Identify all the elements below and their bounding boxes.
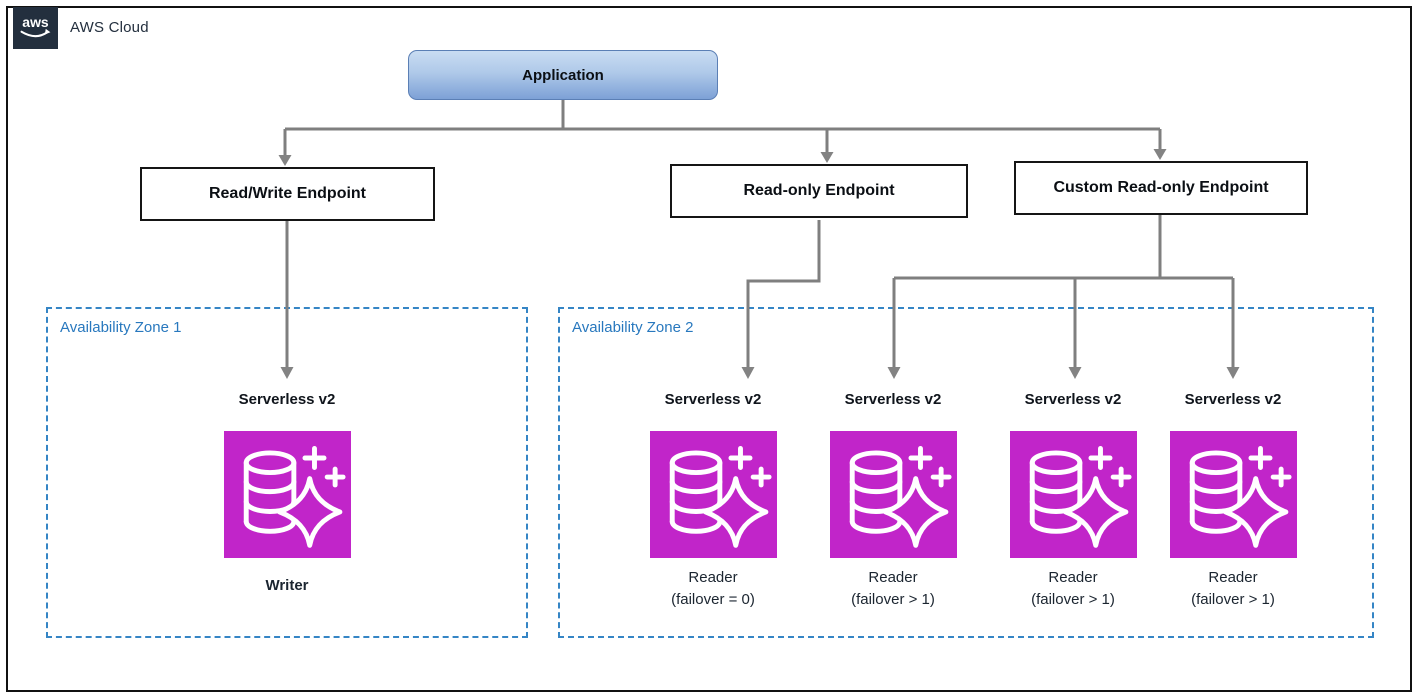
reader2-role: Reader (868, 569, 918, 586)
aurora-serverless-database-sparkle-icon (1010, 431, 1137, 558)
aws-logo-text: aws (22, 14, 49, 30)
aurora-serverless-database-sparkle-icon (224, 431, 351, 558)
reader2-instance-title: Serverless v2 (844, 391, 942, 408)
aws-cloud-container (6, 6, 1412, 692)
availability-zone-2: Availability Zone 2 (558, 307, 1374, 638)
reader3-role: Reader (1048, 569, 1098, 586)
aurora-serverless-database-sparkle-icon (830, 431, 957, 558)
endpoint-custom-read-only: Custom Read-only Endpoint (1014, 161, 1308, 215)
endpoint-read-only: Read-only Endpoint (670, 164, 968, 218)
endpoint-custom-read-only-label: Custom Read-only Endpoint (1053, 179, 1269, 196)
endpoint-read-only-label: Read-only Endpoint (743, 182, 895, 199)
reader1-instance-title: Serverless v2 (664, 391, 762, 408)
reader1-instance-caption: Reader (failover = 0) (618, 567, 808, 611)
reader3-failover: (failover > 1) (1031, 591, 1115, 608)
availability-zone-2-label: Availability Zone 2 (572, 319, 694, 336)
aws-logo: aws (13, 7, 58, 49)
writer-instance-title: Serverless v2 (238, 391, 336, 408)
reader1-role: Reader (688, 569, 738, 586)
reader2-failover: (failover > 1) (851, 591, 935, 608)
aurora-serverless-database-sparkle-icon (1170, 431, 1297, 558)
aws-smile-logo-icon: aws (20, 14, 51, 38)
aurora-serverless-database-sparkle-icon (650, 431, 777, 558)
reader3-instance-title: Serverless v2 (1024, 391, 1122, 408)
reader4-failover: (failover > 1) (1191, 591, 1275, 608)
reader4-role: Reader (1208, 569, 1258, 586)
reader4-instance-caption: Reader (failover > 1) (1138, 567, 1328, 611)
reader2-instance-caption: Reader (failover > 1) (798, 567, 988, 611)
writer-instance-caption: Writer (265, 577, 309, 594)
endpoint-read-write-label: Read/Write Endpoint (208, 185, 367, 202)
reader1-failover: (failover = 0) (671, 591, 755, 608)
application-node: Application (408, 50, 718, 100)
reader4-instance-title: Serverless v2 (1184, 391, 1282, 408)
application-label: Application (522, 66, 604, 84)
endpoint-read-write: Read/Write Endpoint (140, 167, 435, 221)
availability-zone-1-label: Availability Zone 1 (60, 319, 182, 336)
aws-cloud-title: AWS Cloud (70, 19, 149, 36)
reader3-instance-caption: Reader (failover > 1) (978, 567, 1168, 611)
